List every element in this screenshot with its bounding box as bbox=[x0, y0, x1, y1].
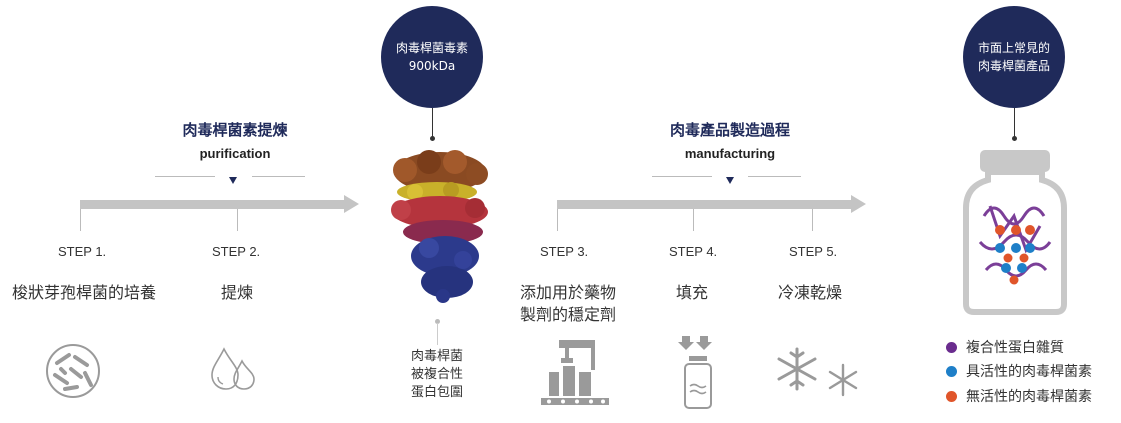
purification-arrow-bar bbox=[80, 200, 345, 209]
toxin-blue-core bbox=[411, 236, 479, 303]
step5-label: STEP 5. bbox=[789, 244, 838, 259]
protein-caption-dot bbox=[435, 319, 440, 324]
toxin-connector bbox=[432, 108, 433, 138]
manufacturing-arrow-head bbox=[851, 195, 866, 213]
market-bubble: 市面上常見的 肉毒桿菌產品 bbox=[963, 6, 1065, 108]
legend-label-complex-protein: 複合性蛋白雜質 bbox=[966, 340, 1064, 356]
step5-tick bbox=[812, 209, 813, 231]
step4-tick bbox=[693, 209, 694, 231]
toxin-yellow-band bbox=[397, 182, 477, 202]
bacteria-icon bbox=[46, 344, 100, 398]
product-jar-icon bbox=[963, 150, 1067, 315]
legend-item-inactive-toxin: 無活性的肉毒桿菌素 bbox=[946, 386, 1092, 406]
protein-caption-line2: 被複合性 bbox=[410, 367, 463, 382]
active-toxin-dots bbox=[995, 243, 1035, 273]
market-connector bbox=[1014, 108, 1015, 138]
step3-label: STEP 3. bbox=[540, 244, 589, 259]
step3-desc-line1: 添加用於藥物 bbox=[520, 283, 617, 302]
step3-desc: 添加用於藥物 製劑的穩定劑 bbox=[520, 282, 616, 326]
legend-item-active-toxin: 具活性的肉毒桿菌素 bbox=[946, 361, 1092, 381]
toxin-red-band bbox=[391, 196, 488, 244]
step3-tick bbox=[557, 209, 558, 231]
step2-label: STEP 2. bbox=[212, 244, 261, 259]
market-bubble-line1: 市面上常見的 bbox=[977, 41, 1050, 55]
vial-fill-icon bbox=[678, 336, 712, 409]
protein-caption-line1: 肉毒桿菌 bbox=[410, 349, 463, 364]
protein-caption-stem bbox=[437, 323, 438, 345]
protein-caption: 肉毒桿菌 被複合性 蛋白包圍 bbox=[397, 348, 477, 402]
step2-desc: 提煉 bbox=[221, 283, 254, 302]
manufacturing-subtitle: manufacturing bbox=[684, 146, 776, 161]
legend-dot-orange bbox=[946, 390, 957, 402]
step2-tick bbox=[237, 209, 238, 231]
manufacturing-marker bbox=[726, 177, 734, 184]
toxin-protein-structure bbox=[391, 150, 488, 303]
toxin-bubble: 肉毒桿菌毒素 900kDa bbox=[381, 6, 483, 108]
purification-title: 肉毒桿菌素提煉 bbox=[182, 121, 288, 139]
legend-label-active-toxin: 具活性的肉毒桿菌素 bbox=[966, 364, 1092, 380]
manufacturing-rule-right bbox=[748, 176, 801, 177]
manufacturing-arrow-bar bbox=[557, 200, 852, 209]
step3-desc-line2: 製劑的穩定劑 bbox=[520, 305, 617, 324]
protein-caption-line3: 蛋白包圍 bbox=[410, 385, 463, 400]
market-connector-dot bbox=[1012, 136, 1017, 141]
legend-label-inactive-toxin: 無活性的肉毒桿菌素 bbox=[966, 389, 1092, 405]
manufacturing-title: 肉毒產品製造過程 bbox=[669, 121, 790, 139]
purification-subtitle: purification bbox=[199, 146, 271, 161]
legend-item-complex-protein: 複合性蛋白雜質 bbox=[946, 337, 1064, 357]
manufacturing-rule-left bbox=[652, 176, 712, 177]
step1-desc: 梭狀芽孢桿菌的培養 bbox=[12, 283, 157, 302]
production-line-icon bbox=[541, 340, 609, 405]
toxin-connector-dot bbox=[430, 136, 435, 141]
market-bubble-line2: 肉毒桿菌產品 bbox=[977, 59, 1050, 73]
step4-desc: 填充 bbox=[676, 283, 709, 302]
toxin-bubble-weight: 900kDa bbox=[408, 59, 456, 73]
droplets-icon bbox=[211, 347, 255, 390]
step1-label: STEP 1. bbox=[58, 244, 107, 259]
toxin-bubble-name: 肉毒桿菌毒素 bbox=[395, 41, 468, 55]
inactive-toxin-dots bbox=[995, 225, 1035, 285]
complex-protein-ribbon bbox=[978, 205, 1052, 278]
snowflake-icon bbox=[777, 347, 858, 397]
step4-label: STEP 4. bbox=[669, 244, 718, 259]
purification-rule-left bbox=[155, 176, 215, 177]
purification-arrow-head bbox=[344, 195, 359, 213]
purification-rule-right bbox=[252, 176, 305, 177]
step5-desc: 冷凍乾燥 bbox=[778, 283, 843, 302]
complex-protein-top bbox=[393, 150, 488, 192]
purification-marker bbox=[229, 177, 237, 184]
legend-dot-purple bbox=[946, 341, 957, 353]
legend-dot-blue bbox=[946, 365, 957, 377]
step1-tick bbox=[80, 209, 81, 231]
